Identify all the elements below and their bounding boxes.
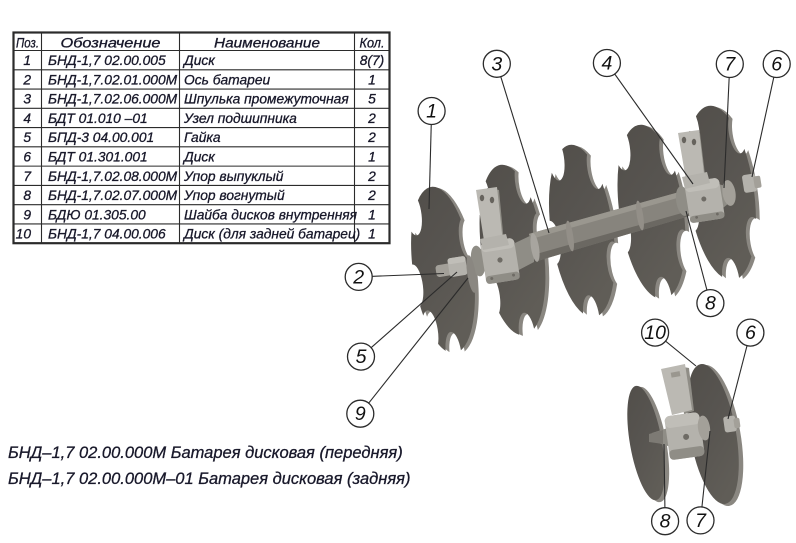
svg-text:5: 5 (356, 346, 367, 368)
svg-text:БДТ 01.301.001: БДТ 01.301.001 (48, 150, 148, 165)
svg-text:Шайба дисков внутренняя: Шайба дисков внутренняя (184, 207, 358, 222)
svg-text:БНД-1,7.02.01.000М: БНД-1,7.02.01.000М (48, 72, 178, 87)
svg-text:БНД-1,7.02.08.000М: БНД-1,7.02.08.000М (48, 169, 178, 184)
svg-text:8: 8 (23, 188, 31, 203)
svg-text:4: 4 (601, 53, 612, 75)
svg-text:БНД–1,7 02.00.000М Батарея ди: БНД–1,7 02.00.000М Батарея дисковая (пер… (8, 444, 403, 462)
svg-text:8: 8 (705, 293, 716, 315)
svg-text:6: 6 (23, 150, 31, 165)
svg-text:9: 9 (355, 403, 366, 425)
svg-text:8: 8 (660, 511, 671, 533)
svg-text:Упор вогнутый: Упор вогнутый (183, 188, 285, 203)
svg-text:Узел подшипника: Узел подшипника (183, 111, 297, 126)
svg-text:5: 5 (23, 130, 31, 145)
svg-text:Ось батареи: Ось батареи (184, 72, 271, 87)
svg-text:9: 9 (23, 207, 31, 222)
svg-text:3: 3 (23, 92, 31, 107)
svg-text:Диск: Диск (182, 150, 215, 165)
svg-text:Поз.: Поз. (16, 35, 39, 50)
svg-text:1: 1 (368, 150, 376, 165)
svg-text:6: 6 (745, 322, 756, 344)
svg-text:2: 2 (367, 111, 376, 126)
svg-text:2: 2 (22, 72, 31, 87)
svg-text:1: 1 (23, 53, 31, 68)
svg-text:10: 10 (16, 227, 32, 242)
svg-text:1: 1 (368, 72, 376, 87)
svg-text:Наименование: Наименование (214, 35, 320, 50)
svg-text:БДТ 01.010 –01: БДТ 01.010 –01 (48, 111, 148, 126)
svg-text:БНД-1,7 04.00.006: БНД-1,7 04.00.006 (48, 227, 166, 242)
svg-text:7: 7 (724, 54, 736, 76)
svg-text:БПД-3 04.00.001: БПД-3 04.00.001 (48, 130, 154, 145)
svg-text:4: 4 (23, 111, 31, 126)
svg-text:5: 5 (368, 92, 376, 107)
svg-text:2: 2 (352, 266, 364, 288)
svg-text:БНД-1,7.02.06.000М: БНД-1,7.02.06.000М (48, 92, 178, 107)
svg-text:БДЮ 01.305.00: БДЮ 01.305.00 (48, 207, 146, 222)
svg-text:Диск (для задней батареи): Диск (для задней батареи) (182, 227, 360, 242)
svg-text:2: 2 (367, 169, 376, 184)
svg-text:Кол.: Кол. (360, 35, 385, 50)
svg-text:10: 10 (644, 322, 666, 344)
svg-text:Гайка: Гайка (184, 130, 221, 145)
svg-text:1: 1 (426, 101, 437, 123)
svg-text:7: 7 (695, 510, 707, 532)
svg-text:Диск: Диск (182, 53, 215, 68)
svg-text:Упор выпуклый: Упор выпуклый (183, 169, 284, 184)
svg-text:Обозначение: Обозначение (61, 35, 161, 50)
svg-text:БНД-1,7 02.00.005: БНД-1,7 02.00.005 (48, 53, 166, 68)
svg-text:БНД–1,7 02.00.000М–01 Батарея: БНД–1,7 02.00.000М–01 Батарея дисковая (… (8, 470, 410, 488)
svg-text:8(7): 8(7) (360, 53, 385, 68)
svg-text:6: 6 (771, 54, 782, 76)
svg-text:БНД-1,7.02.07.000М: БНД-1,7.02.07.000М (48, 188, 178, 203)
svg-text:7: 7 (23, 169, 32, 184)
svg-text:3: 3 (491, 53, 502, 75)
svg-text:2: 2 (367, 188, 376, 203)
svg-text:Шпулька промежуточная: Шпулька промежуточная (184, 92, 349, 107)
svg-text:1: 1 (368, 227, 376, 242)
svg-text:1: 1 (368, 207, 376, 222)
svg-text:2: 2 (367, 130, 376, 145)
